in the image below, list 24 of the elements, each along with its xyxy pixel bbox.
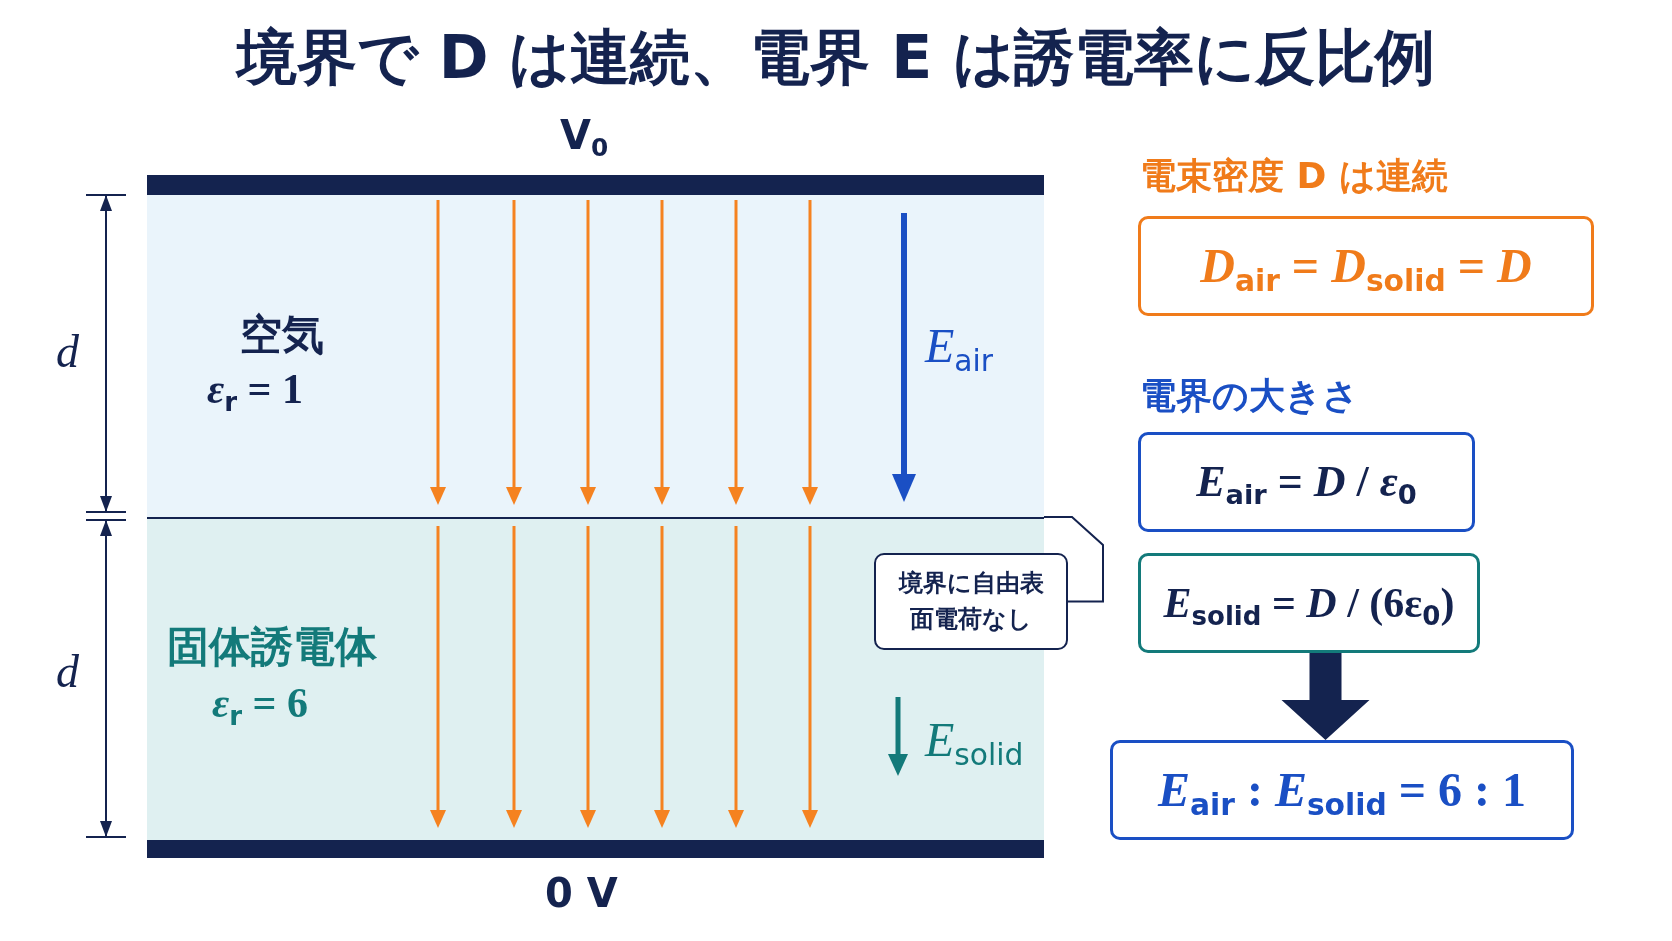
permittivity-value: ε$_{r}$ = 1 — [207, 365, 303, 417]
block-arrow — [1281, 653, 1370, 740]
voltage-label: V$_{0}$ — [560, 112, 609, 163]
air-layer — [147, 195, 1044, 517]
permittivity-value: ε$_{r}$ = 6 — [212, 679, 308, 731]
solid-dielectric-layer — [147, 517, 1044, 840]
title: 境界で D は連続、電界 E は誘電率に反比例 — [234, 21, 1437, 94]
callout-box: 境界に自由表面電荷なし — [874, 553, 1068, 650]
formula-box: E$_{air}$ = D / ε$_{0}$ — [1138, 432, 1475, 532]
voltage-label: 0 V — [545, 870, 618, 916]
layer-name: 空気 — [239, 311, 325, 360]
layer-name: 固体誘電体 — [167, 623, 377, 672]
field-label: E$_{air}$ — [925, 318, 994, 378]
formula-box: E$_{solid}$ = D / (6ε$_{0}$) — [1138, 553, 1480, 653]
field-label: E$_{solid}$ — [925, 712, 1024, 772]
section-heading: 電束密度 D は連続 — [1140, 154, 1448, 198]
electrode-plate — [147, 840, 1044, 858]
section-heading: 電界の大きさ — [1140, 374, 1359, 418]
formula-box: D$_{air}$ = D$_{solid}$ = D — [1138, 216, 1594, 316]
electrode-plate — [147, 175, 1044, 195]
dimension-label: d — [56, 645, 79, 698]
leader-line — [1043, 516, 1104, 603]
formula-box: E$_{air}$ : E$_{solid}$ = 6 : 1 — [1110, 740, 1574, 840]
dimension-label: d — [56, 325, 79, 378]
